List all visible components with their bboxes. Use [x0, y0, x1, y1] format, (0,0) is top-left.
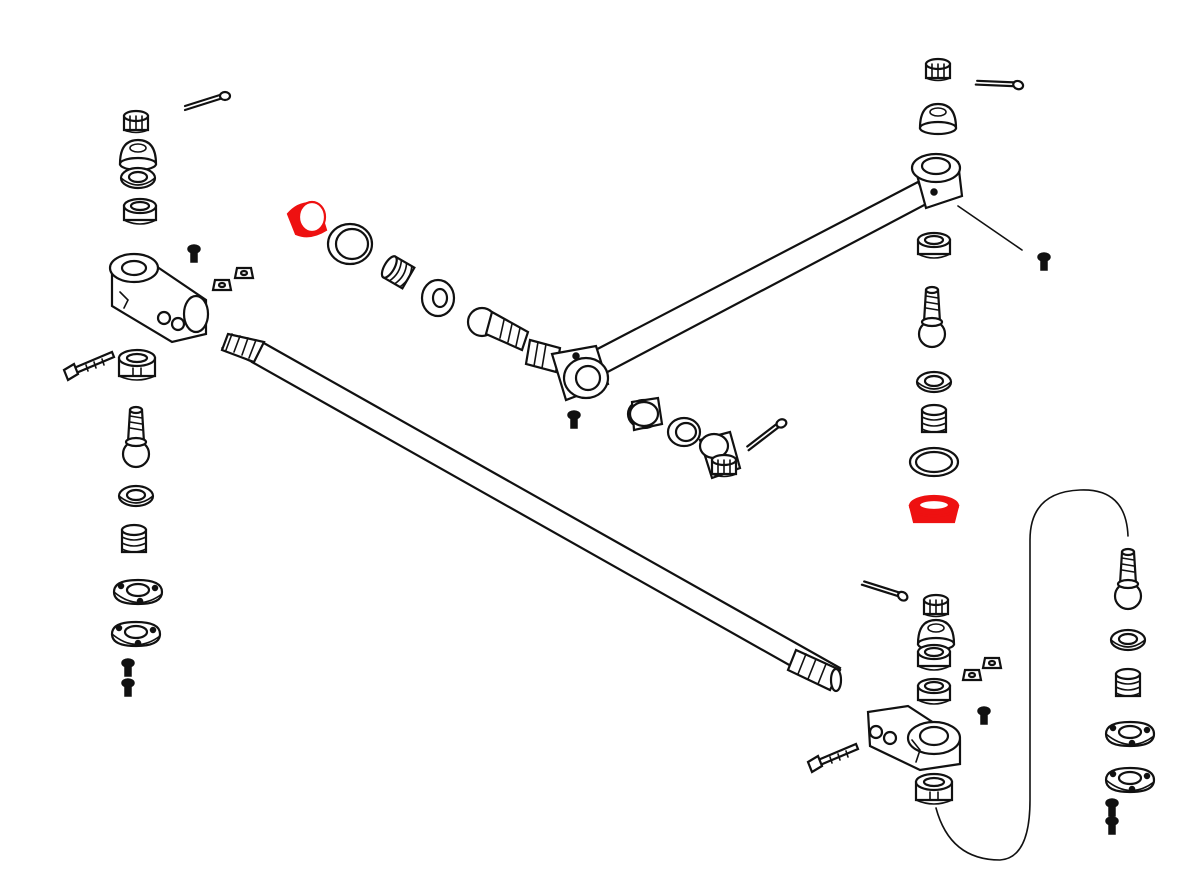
right-tie-rod-end-housing — [866, 704, 962, 772]
ball-stud — [917, 285, 947, 349]
center-bushing — [420, 278, 456, 318]
ball-stud — [1113, 547, 1143, 611]
retainer-plate — [112, 578, 164, 606]
dust-cap — [918, 102, 958, 136]
lock-washer — [211, 278, 233, 292]
right-ball-joint-stack — [1104, 547, 1156, 835]
seat-washer — [915, 370, 953, 394]
spring — [920, 403, 948, 434]
dust-boot-upper-left — [286, 200, 328, 238]
cotter-pin — [974, 66, 1026, 102]
clamp-nut — [233, 266, 255, 280]
cover-plate — [110, 620, 162, 648]
lock-washer — [961, 668, 983, 682]
clamp-collar — [914, 772, 954, 806]
bushing — [916, 677, 952, 706]
ball-stud — [121, 405, 151, 469]
left-upper-stack — [118, 90, 232, 226]
screw — [1105, 798, 1119, 817]
grease-fitting — [977, 706, 991, 725]
seat-washer — [1109, 628, 1147, 652]
right-mid-stack — [908, 231, 960, 478]
screw — [1105, 816, 1119, 835]
right-upper-tie-stack — [860, 568, 956, 706]
center-lower-parts — [626, 396, 793, 480]
spring — [1114, 667, 1142, 698]
screw — [121, 678, 135, 697]
grease-fitting-right — [1037, 252, 1051, 271]
castle-nut — [122, 109, 150, 134]
seal-ring — [326, 222, 374, 266]
bushing — [916, 231, 952, 260]
dust-boot-right-stack — [908, 494, 960, 524]
left-lower-stack — [110, 405, 164, 697]
drag-link-arm — [550, 152, 1023, 402]
spring — [120, 523, 148, 554]
center-adjuster — [524, 338, 562, 374]
castle-nut — [924, 57, 952, 82]
cover-plate — [1104, 766, 1156, 794]
clamp-nut — [981, 656, 1003, 670]
clamp-collar — [117, 348, 157, 382]
center-castle-nut — [710, 453, 738, 478]
dust-cap — [118, 138, 158, 172]
bushing — [916, 643, 952, 672]
center-ball-stud — [466, 306, 530, 352]
grease-fitting — [187, 244, 201, 263]
cotter-pin — [183, 90, 232, 112]
right-upper-stack — [918, 57, 1026, 136]
clamp-bolt — [806, 742, 860, 774]
center-cotter-pin — [741, 416, 793, 452]
cotter-pin — [860, 568, 911, 612]
castle-nut — [922, 593, 950, 618]
bushing — [122, 197, 158, 226]
clamp-bolt — [62, 350, 116, 382]
tie-rod-tube — [220, 332, 843, 693]
grease-fitting-center — [567, 410, 581, 429]
washer — [119, 166, 157, 190]
seat-washer — [117, 484, 155, 508]
screw — [121, 658, 135, 677]
callout-loop-line — [935, 489, 1129, 861]
retainer-plate — [1104, 720, 1156, 748]
center-spring — [377, 253, 416, 290]
left-tie-rod-end-housing — [108, 252, 210, 344]
